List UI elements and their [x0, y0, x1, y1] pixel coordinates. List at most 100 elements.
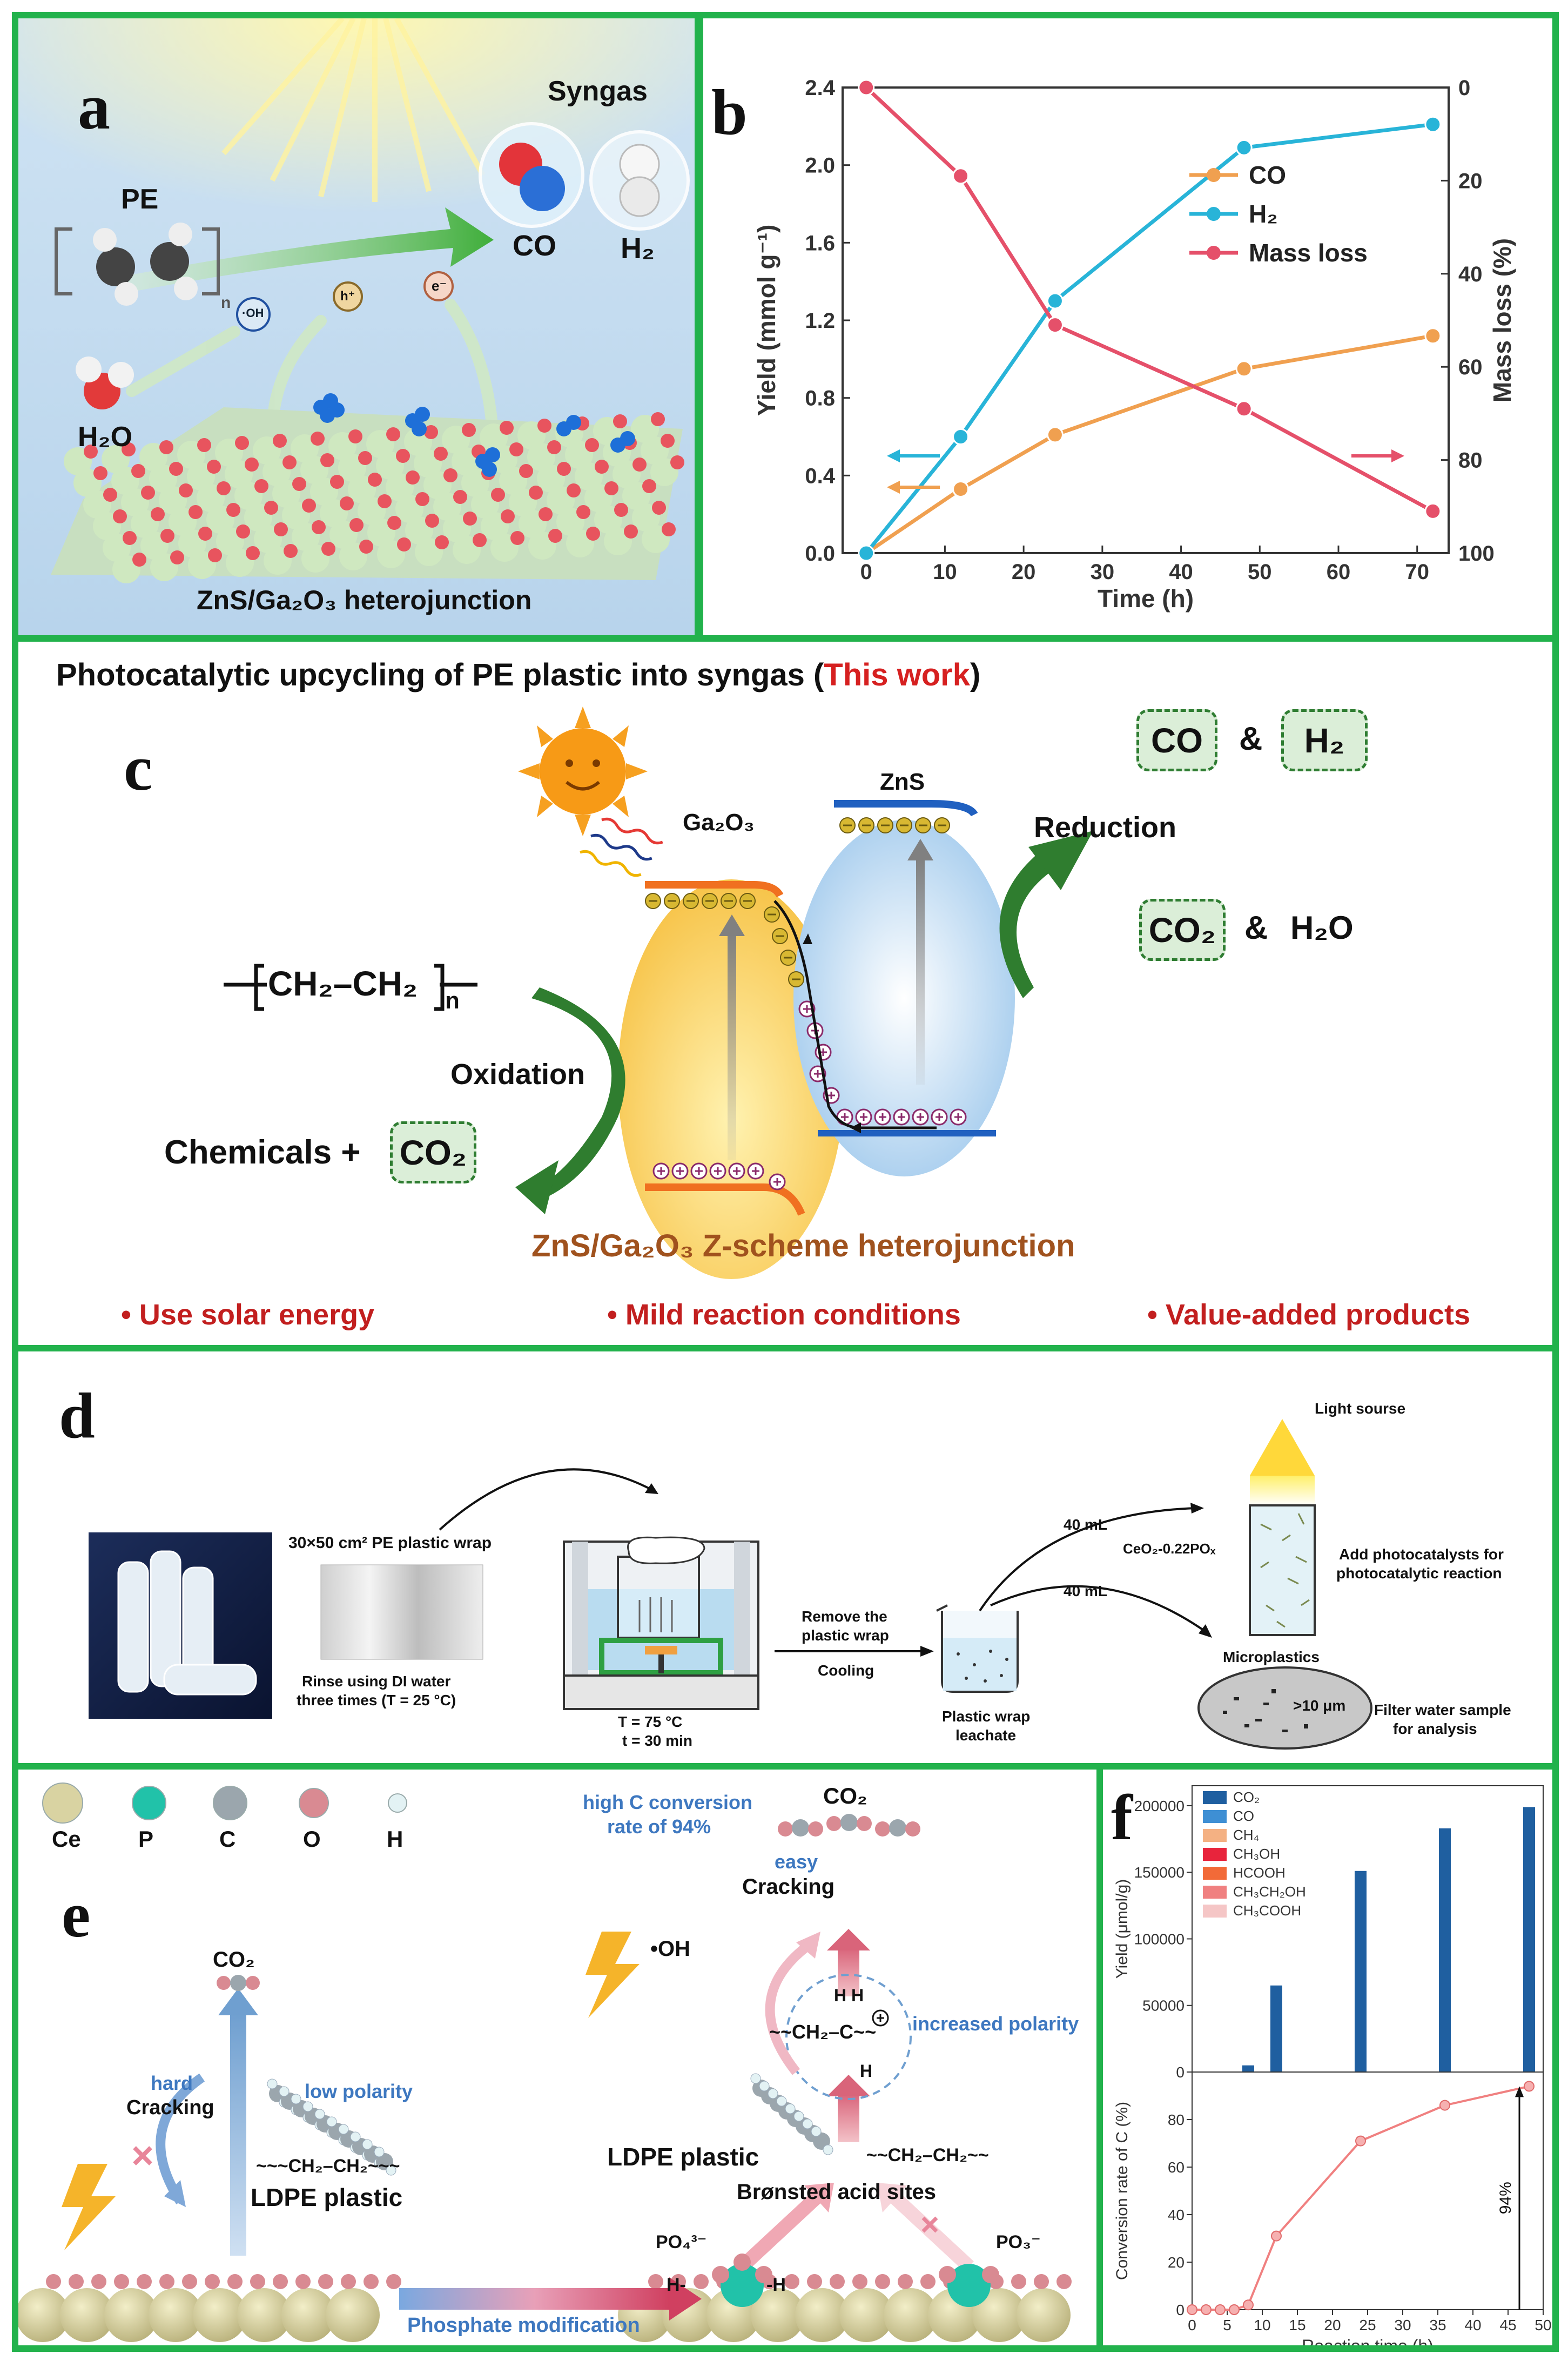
co-box: CO — [1136, 709, 1217, 771]
x-tick-label-f: 35 — [1429, 2317, 1446, 2333]
oh-attack-arrow — [765, 1938, 816, 2075]
data-point — [1046, 292, 1064, 310]
data-point — [952, 480, 970, 497]
light-beam — [1250, 1476, 1315, 1505]
syngas-label: Syngas — [548, 76, 648, 107]
ldpe-right-label: LDPE plastic — [607, 2143, 759, 2171]
data-point — [952, 167, 970, 185]
bullet-mild: • Mild reaction conditions — [607, 1299, 961, 1331]
legend-label-f: HCOOH — [1233, 1865, 1286, 1881]
co-label: CO — [513, 230, 556, 262]
bar-co2 — [1355, 1871, 1367, 2072]
y-tick-label-b: 0.0 — [805, 542, 835, 566]
zns-label: ZnS — [880, 769, 925, 795]
po3-label: PO₃⁻ — [996, 2232, 1041, 2252]
conversion-point — [1355, 2135, 1366, 2147]
legend-swatch-f — [1203, 1810, 1227, 1823]
plastic-rolls — [117, 1550, 257, 1696]
y2-tick-label-b: 0 — [1458, 76, 1470, 100]
zscheme-label: ZnS/Ga₂O₃ Z-scheme heterojunction — [531, 1228, 1075, 1263]
hard-label: hard — [151, 2072, 193, 2094]
panel-c-title: Photocatalytic upcycling of PE plastic i… — [56, 657, 980, 693]
y-axis-label-f-top: Yield (μmol/g) — [1113, 1879, 1131, 1979]
h2-bubble — [589, 130, 690, 231]
plot-frame-b — [842, 86, 1450, 554]
conversion-point — [1201, 2304, 1212, 2315]
plot-frame-f-bottom — [1192, 2071, 1544, 2310]
plastic-wrap-sheet — [320, 1564, 483, 1660]
bar-co2 — [1242, 2065, 1254, 2072]
legend-swatch-f — [1203, 1886, 1227, 1899]
phosphate-arrow — [399, 2288, 669, 2310]
data-point — [1424, 116, 1442, 133]
arrow-to-filter — [990, 1585, 1208, 1633]
blocked-icon-right — [921, 2216, 938, 2233]
h2o-label: H₂O — [78, 421, 133, 453]
atom-label-c: C — [219, 1826, 236, 1852]
volume-label-1: 40 mL — [1064, 1516, 1107, 1533]
title-main: Photocatalytic upcycling of PE plastic i… — [56, 657, 824, 692]
panel-c: Photocatalytic upcycling of PE plastic i… — [12, 635, 1559, 1354]
catalyst-label: CeO₂-0.22POₓ — [1123, 1541, 1216, 1557]
bar-co2 — [1439, 1828, 1451, 2072]
eminus-label: e⁻ — [432, 278, 447, 294]
right-up-arrow-mid — [838, 2094, 859, 2142]
h-bottom-label: H — [860, 2061, 873, 2081]
size-label: >10 μm — [1293, 1697, 1346, 1714]
x-tick-label-f: 15 — [1289, 2317, 1305, 2333]
time-label: t = 30 min — [622, 1732, 692, 1749]
data-point — [858, 544, 875, 562]
legend-swatch-f — [1203, 1848, 1227, 1861]
legend-swatch-f — [1203, 1905, 1227, 1918]
right-up-arrow-top — [838, 1948, 859, 1996]
y2-tick-label-b: 80 — [1458, 449, 1483, 473]
oxidation-arrowhead — [515, 1160, 558, 1214]
phosphate-label: Phosphate modification — [407, 2314, 640, 2337]
sun-icon — [518, 707, 648, 836]
y-tick-label-f-bottom: 80 — [1168, 2111, 1185, 2128]
polymer-unit: CH₂–CH₂ — [268, 964, 418, 1003]
conversion-point — [1243, 2299, 1254, 2311]
hh-label: H H — [834, 1986, 864, 2005]
microplastics-label: Microplastics — [1223, 1649, 1320, 1665]
co-bubble — [479, 122, 584, 228]
high-conv-label-2: rate of 94% — [607, 1815, 711, 1838]
conversion-point — [1439, 2100, 1450, 2111]
lattice-atoms — [64, 412, 684, 583]
hard-cracking-arrow — [156, 2073, 205, 2204]
recombination-path — [773, 900, 937, 1129]
rinse-label-2: three times (T = 25 °C) — [297, 1692, 456, 1708]
data-point — [1235, 360, 1253, 378]
data-point — [1235, 400, 1253, 418]
low-polarity-label: low polarity — [305, 2080, 413, 2102]
mechanism-diagram — [18, 1814, 1072, 2342]
light-waves-icon — [580, 817, 663, 877]
legend-marker — [1207, 207, 1221, 221]
filter-membrane — [1197, 1666, 1372, 1750]
y-tick-label-b: 2.0 — [805, 154, 835, 178]
legend-marker — [1207, 246, 1221, 260]
data-point — [952, 428, 970, 445]
series-line-h — [864, 122, 1434, 555]
oh-label: •OH — [650, 1937, 691, 1961]
x-tick-label-f: 0 — [1188, 2317, 1196, 2333]
panel-d: d — [12, 1345, 1559, 1772]
legend-label-f: CH₃CH₂OH — [1233, 1884, 1306, 1900]
bronsted-arrow-left — [737, 2191, 823, 2272]
conversion-point — [1187, 2304, 1197, 2315]
y2-tick-label-b: 40 — [1458, 263, 1483, 286]
x-tick-label-b: 60 — [1327, 560, 1351, 584]
conversion-point — [1524, 2081, 1535, 2092]
y-tick-label-f-top: 150000 — [1134, 1864, 1185, 1881]
amp-1: & — [1239, 721, 1263, 757]
filter-label-2: for analysis — [1393, 1720, 1477, 1737]
ga2o3-cb — [645, 881, 784, 898]
sun-rays — [221, 18, 486, 202]
cracking-right-label: Cracking — [742, 1875, 835, 1899]
annotation-label: 94% — [1497, 2182, 1515, 2214]
title-end: ) — [970, 657, 981, 692]
x-tick-label-f: 45 — [1499, 2317, 1516, 2333]
atom-swatch-c — [213, 1786, 247, 1820]
remove-label-1: Remove the — [802, 1608, 887, 1625]
